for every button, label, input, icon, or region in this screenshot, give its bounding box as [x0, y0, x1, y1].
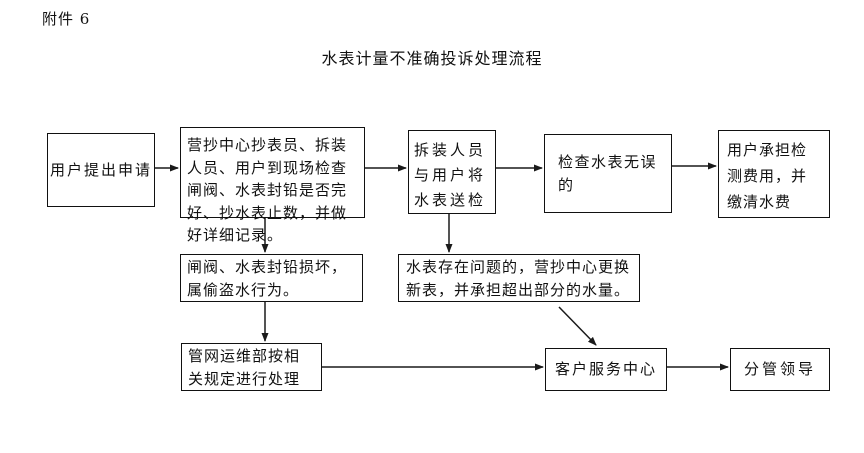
- node-meter-correct: 检查水表无误的: [544, 134, 672, 213]
- page-title: 水表计量不准确投诉处理流程: [321, 49, 543, 68]
- node-site-inspection: 营抄中心抄表员、拆装人员、用户到现场检查闸阀、水表封铅是否完好、抄水表止数，并做…: [180, 127, 365, 244]
- node-customer-service-center: 客户服务中心: [545, 348, 667, 391]
- attachment-label: 附件 6: [42, 10, 91, 28]
- node-meter-problem-replace: 水表存在问题的，营抄中心更换新表，并承担超出部分的水量。: [398, 254, 640, 302]
- node-send-meter-for-test: 拆装人员与用户将水表送检: [408, 130, 496, 214]
- node-user-application: 用户提出申请: [47, 133, 155, 207]
- node-pipeline-dept-handling: 管网运维部按相关规定进行处理: [181, 343, 322, 391]
- node-seal-damaged-theft: 闸阀、水表封铅损坏，属偷盗水行为。: [180, 254, 363, 302]
- node-user-pays-fees: 用户承担检测费用，并缴清水费: [718, 130, 830, 218]
- node-leader-in-charge: 分管领导: [730, 348, 830, 391]
- arrow-meter-problem-to-customer-service: [558, 306, 597, 346]
